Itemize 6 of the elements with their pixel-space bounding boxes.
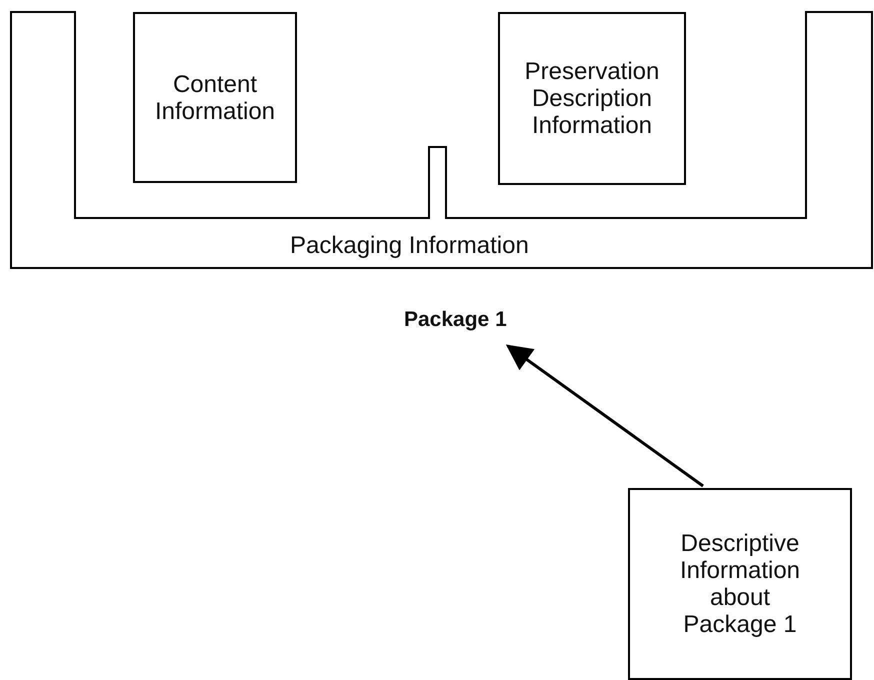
packaging-label: Packaging Information [290, 232, 529, 260]
information-box: Descriptive Information about Package 1 [628, 488, 852, 680]
package-title: Package 1 [404, 308, 507, 332]
information-box: Content Information [133, 12, 297, 183]
information-box: Preservation Description Information [498, 12, 686, 185]
arrow [506, 344, 704, 488]
